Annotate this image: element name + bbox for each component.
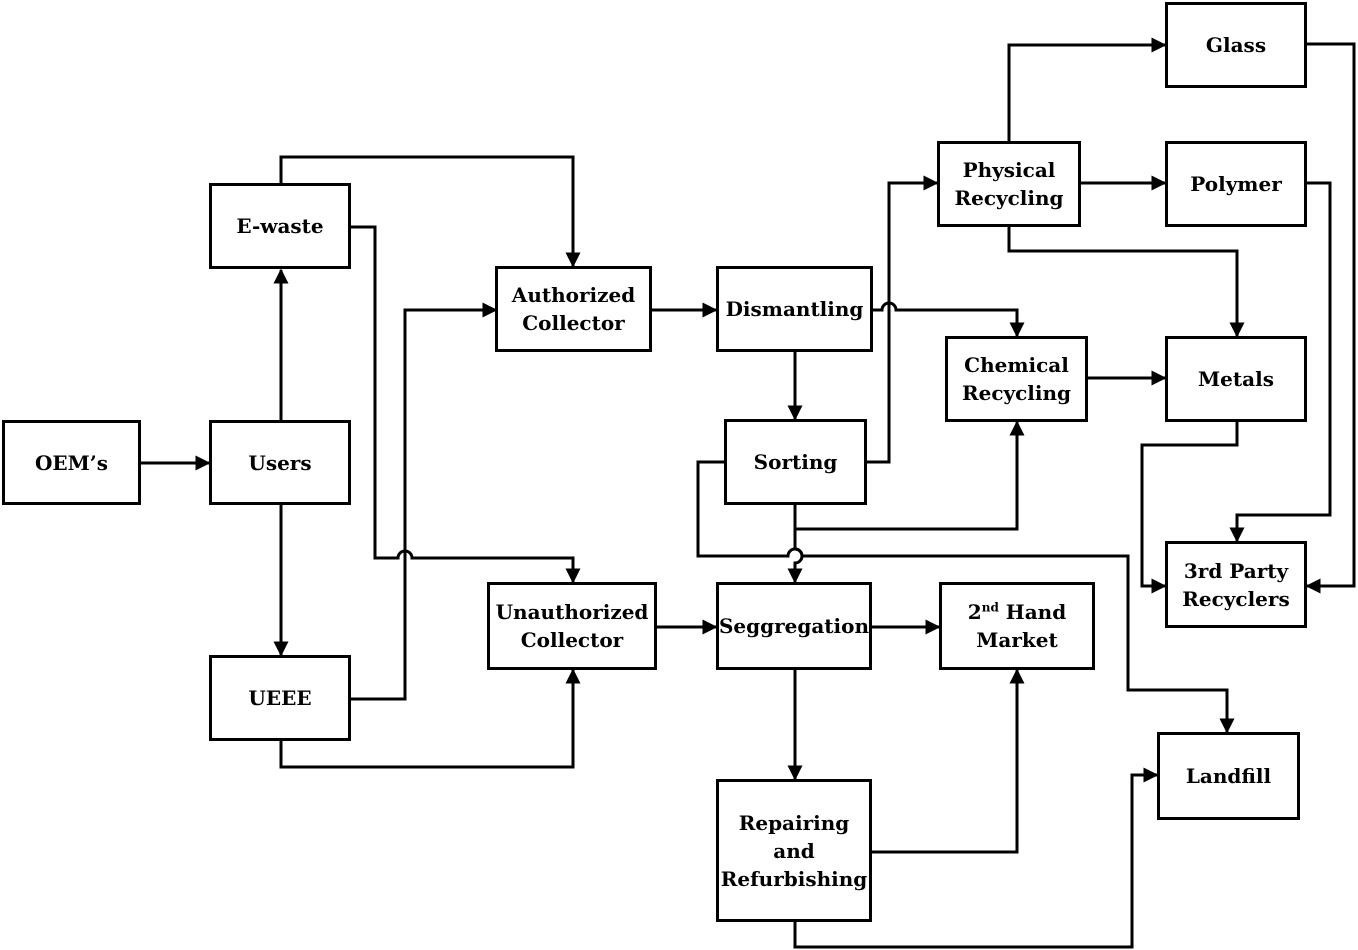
arrow-dismantling-to-chemical [872,301,1025,338]
landfill-box: Landfill [1157,732,1300,820]
polymer-box: Polymer [1165,141,1307,227]
chemical-label-line2: Recycling [961,381,1072,405]
metals-box: Metals [1165,336,1307,422]
ueee-box: UEEE [209,655,351,741]
third-party-label-line2: Recyclers [1182,586,1290,611]
physical-label-line1: Physical [962,158,1056,182]
physical-label-line2: Recycling [954,186,1064,210]
polymer-label: Polymer [1190,172,1282,196]
sorting-label: Sorting [753,450,838,474]
dismantling-box: Dismantling [716,266,873,352]
authorized-label-line2: Collector [522,311,625,335]
arrow-sorting-to-physical [866,175,939,464]
repairing-label-line1: Repairing [738,810,850,835]
arrow-sorting-to-landfill [696,460,1235,734]
oems-label: OEM’s [34,450,109,475]
glass-box: Glass [1165,2,1307,88]
third-party-label-line1: 3rd Party [1183,558,1289,583]
arrow-ueee-to-unauthorized [279,668,581,769]
ueee-label: UEEE [248,686,312,710]
arrow-repairing-to-second-hand [871,668,1025,854]
unauthorized-label-line2: Collector [520,628,624,652]
ewaste-label: E-waste [236,214,324,238]
users-label: Users [248,450,312,475]
dismantling-label: Dismantling [725,297,864,321]
arrow-ewaste-to-authorized [279,155,581,268]
third-party-recyclers-box: 3rd Party Recyclers [1165,541,1307,628]
repairing-box: Repairing and Refurbishing [716,779,872,922]
glass-label: Glass [1205,33,1267,57]
arrow-sorting-to-chemical [795,420,1025,531]
second-hand-word: Hand [998,600,1067,624]
arrow-sorting-to-segregation [787,505,804,584]
sorting-box: Sorting [724,419,867,505]
second-hand-market-box: 2nd Hand Market [939,582,1095,670]
arrow-polymer-to-third-party [1229,181,1332,543]
segregation-box: Seggregation [716,582,872,670]
unauthorized-label-line1: Unauthorized [495,600,649,624]
arrow-ueee-to-authorized [350,302,498,701]
metals-label: Metals [1198,367,1274,391]
chemical-label-line1: Chemical [964,353,1069,377]
arrow-physical-to-metals [1007,226,1245,338]
repairing-label-line3: Refurbishing [720,866,868,891]
authorized-collector-box: Authorized Collector [495,266,652,352]
chemical-recycling-box: Chemical Recycling [945,336,1088,422]
arrow-physical-to-glass [1007,37,1167,141]
authorized-label-line1: Authorized [511,283,636,307]
repairing-label-line2: and [773,838,815,863]
landfill-label: Landfill [1185,764,1272,788]
unauthorized-collector-box: Unauthorized Collector [487,582,657,670]
oems-box: OEM’s [2,420,141,505]
second-hand-ordinal-suffix: nd [981,600,999,615]
second-hand-ordinal: 2 [967,600,982,624]
arrow-repairing-to-landfill [793,767,1159,949]
arrow-glass-to-third-party [1305,42,1356,594]
users-box: Users [209,420,351,505]
segregation-label: Seggregation [718,614,870,638]
arrow-metals-to-third-party [1140,421,1239,594]
second-hand-label-line2: Market [976,628,1058,652]
physical-recycling-box: Physical Recycling [937,141,1081,227]
second-hand-label-line1: 2nd Hand [968,598,1066,626]
ewaste-box: E-waste [209,183,351,269]
